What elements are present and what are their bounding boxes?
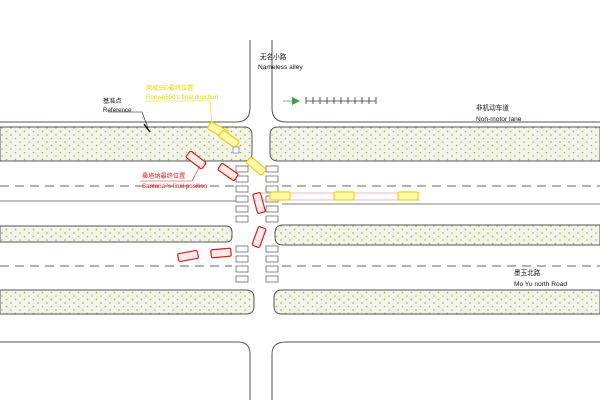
alley-edge-right-top [271,40,600,123]
red-car-2 [217,162,239,182]
median-right-top [269,126,600,162]
yellow-car-2 [218,129,240,149]
red-car-3 [252,192,266,214]
nonmotor-label-cn: 非机动车道 [476,103,509,112]
arrow-icon [283,97,300,105]
median-left-center [0,225,233,243]
red-car-4 [251,226,267,248]
moyu-label-cn: 墨玉北路 [514,268,541,277]
santana-label-en: Santana 's final position [142,183,208,190]
alley-edge-left-top [0,40,251,123]
yellow-car-4 [269,191,291,201]
alley-label-cn: 无名小路 [260,52,287,61]
roewe-car-positions [207,121,419,201]
alley-label-en: Nameless alley [258,64,303,71]
lane-dividers [0,185,600,267]
median-right-bottom [273,289,600,315]
red-car-1 [185,150,207,170]
alley-edge-left-bottom [0,341,251,400]
roewe-label-en: Roewe550's final direction [146,94,219,101]
scale-bar-icon [305,97,377,104]
median-right-center [274,224,600,246]
crosswalk-west [235,165,249,283]
yellow-car-3 [245,156,267,176]
reference-point-icon [143,123,151,133]
moyu-label-en: Mo Yu north Road [514,281,567,288]
nonmotor-label-en: Non-motor lane [476,116,522,123]
alley-edge-right-bottom [271,341,600,400]
crosswalk-east [265,165,279,283]
roewe-label-cn: 荣威550最终位置 [146,84,193,92]
leader-lines [108,100,213,182]
red-car-5 [177,249,199,263]
reference-label-cn: 基准点 [103,97,122,105]
reference-label-en: Reference [103,107,132,114]
impact-marker [232,146,240,154]
santana-car-positions [177,150,267,263]
yellow-car-5 [333,191,355,201]
yellow-car-6 [397,191,419,201]
santana-label-cn: 桑塔纳最终位置 [142,172,185,180]
red-car-6 [210,247,232,259]
center-lines [0,200,600,205]
medians [0,126,600,315]
road-edges [0,40,600,400]
median-left-bottom [0,289,255,315]
